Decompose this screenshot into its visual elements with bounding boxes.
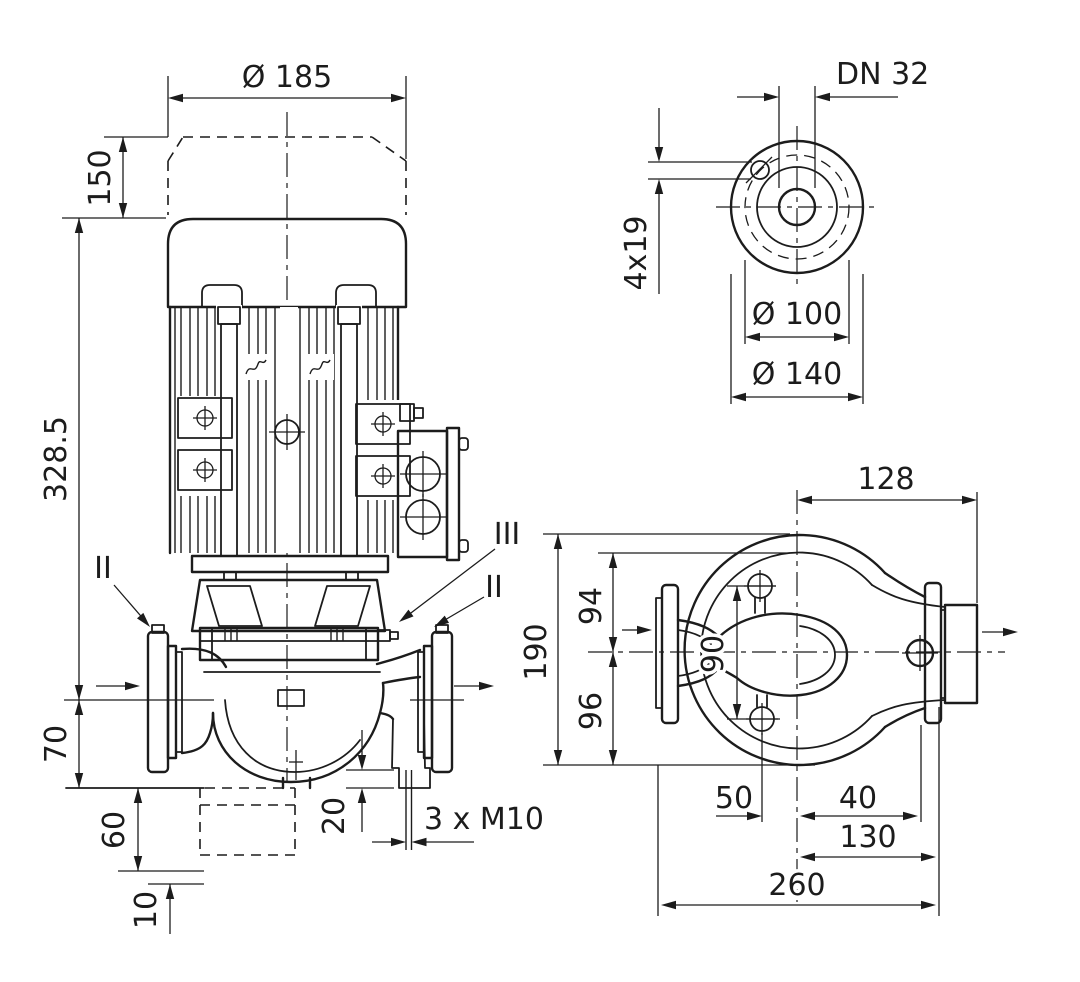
flange-outer-circle xyxy=(729,139,865,275)
dim-motor-diameter: Ø 185 xyxy=(242,60,332,95)
lantern-window-left xyxy=(206,585,263,627)
plan-discharge-flange xyxy=(902,581,979,725)
flow-arrow-outlet xyxy=(454,681,494,691)
seal-housing xyxy=(198,626,380,662)
motor-flange xyxy=(190,554,390,574)
dim-motor-top-height: 150 xyxy=(83,149,118,206)
dim-bolt-spacing: 90 xyxy=(696,635,731,673)
motor-fan-cover xyxy=(166,217,408,309)
vent-screw xyxy=(377,629,399,642)
dim-foot-height: 20 xyxy=(317,797,352,835)
ref-label-right-flange: II xyxy=(434,567,506,627)
dim-overall-width: 260 xyxy=(768,868,825,903)
ref-label-vent-screw: III xyxy=(399,514,524,622)
dim-bolt-offset: 50 xyxy=(715,781,753,816)
flange-bore xyxy=(777,187,817,227)
plan-suction-flange xyxy=(655,583,680,725)
front-view: Ø 185 150 328.5 70 60 xyxy=(36,57,547,934)
dim-base-offset-2: 10 xyxy=(129,891,164,929)
flange-raised-face xyxy=(756,166,838,248)
bracket-left xyxy=(177,397,233,491)
bolt-hole xyxy=(750,160,770,180)
dim-flange-outer: Ø 140 xyxy=(752,357,842,392)
dim-lower-half: 96 xyxy=(574,692,609,730)
discharge-flange xyxy=(417,624,454,774)
dim-tapped-holes: 3 x M10 xyxy=(424,802,544,837)
dim-upper-half: 94 xyxy=(574,587,609,625)
plan-view: 128 190 94 96 90 xyxy=(516,459,1018,916)
plan-dimensions: 128 190 94 96 90 xyxy=(516,459,978,916)
motor-cap-dashed-outline xyxy=(167,136,407,215)
ref-II-left: II xyxy=(94,551,112,586)
break-mark-left xyxy=(245,359,267,375)
suction-flange xyxy=(146,624,183,774)
flange-dimensions: DN 32 4x19 Ø 100 Ø 140 xyxy=(616,54,933,404)
dim-center-to-flange-face: 130 xyxy=(839,820,896,855)
dim-center-to-discharge: 128 xyxy=(857,462,914,497)
break-mark-right xyxy=(309,359,331,375)
dim-axis-to-base: 70 xyxy=(39,725,74,763)
fan-cover-clip-right xyxy=(335,284,377,308)
dim-overall-depth: 190 xyxy=(519,623,554,680)
flow-arrow-inlet xyxy=(96,681,140,691)
fan-cover-clip-left xyxy=(201,284,243,308)
terminal-box xyxy=(396,403,469,562)
shaft-center-mark xyxy=(269,414,305,450)
dim-center-offset: 40 xyxy=(839,781,877,816)
dim-overall-height: 328.5 xyxy=(39,416,74,502)
plan-bolt-boss-bottom xyxy=(746,694,778,735)
pump-foot xyxy=(391,718,431,789)
flange-view: DN 32 4x19 Ø 100 Ø 140 xyxy=(616,54,933,404)
plan-bolt-boss-top xyxy=(744,570,776,614)
bolt-circle xyxy=(744,154,850,260)
bracket-right xyxy=(355,403,411,497)
dim-bolt-circle: Ø 100 xyxy=(752,297,842,332)
dim-nominal-diameter: DN 32 xyxy=(836,57,929,92)
plan-flow-arrow-inlet xyxy=(622,625,652,635)
plan-flow-arrow-outlet xyxy=(982,627,1018,637)
dim-base-offset-1: 60 xyxy=(97,811,132,849)
impeller-hub xyxy=(277,689,305,707)
dim-bolt-holes: 4x19 xyxy=(619,215,654,290)
foundation-dashed-box xyxy=(199,787,296,856)
front-dimensions: Ø 185 150 328.5 70 60 xyxy=(36,57,547,934)
ref-III: III xyxy=(494,517,521,552)
volute xyxy=(180,647,422,790)
ref-II-right: II xyxy=(485,570,503,605)
lantern xyxy=(190,578,387,633)
lantern-window-right xyxy=(314,585,371,627)
ref-label-left-flange: II xyxy=(91,548,150,627)
